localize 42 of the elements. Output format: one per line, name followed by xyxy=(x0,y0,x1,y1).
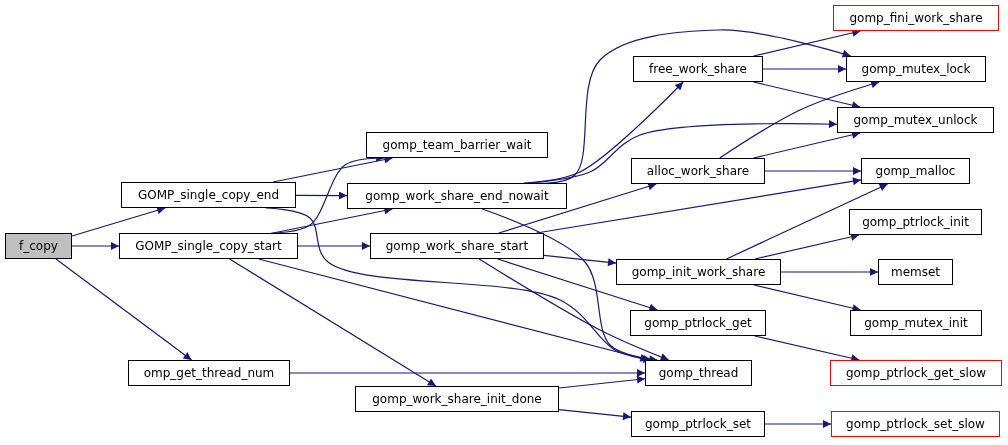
call-arrow xyxy=(71,206,166,237)
call-arrow xyxy=(558,408,632,421)
function-box: gomp_ptrlock_set_slow xyxy=(831,411,1000,437)
function-box: gomp_ptrlock_get xyxy=(630,310,766,336)
function-box: gomp_ptrlock_init xyxy=(849,209,982,235)
function-box: gomp_mutex_init xyxy=(850,310,982,336)
call-arrow xyxy=(764,420,832,428)
function-box: gomp_work_share_init_done xyxy=(355,386,559,412)
call-arrow xyxy=(289,369,646,377)
function-box: alloc_work_share xyxy=(631,158,765,184)
call-arrow xyxy=(725,183,889,260)
call-arrow xyxy=(780,268,879,276)
function-box: gomp_malloc xyxy=(861,158,970,184)
function-box: gomp_mutex_unlock xyxy=(837,107,994,133)
function-box: memset xyxy=(878,259,953,285)
call-arrow xyxy=(719,80,880,159)
function-box: gomp_mutex_lock xyxy=(846,56,986,82)
call-arrow xyxy=(764,167,862,175)
call-arrow xyxy=(478,258,670,361)
call-arrow xyxy=(295,191,348,200)
function-box: GOMP_single_copy_start xyxy=(119,233,298,259)
call-arrow xyxy=(297,242,371,250)
function-box: f_copy xyxy=(5,233,72,259)
function-box: gomp_ptrlock_set xyxy=(631,411,765,437)
call-arrow xyxy=(558,375,646,389)
function-box: gomp_ptrlock_get_slow xyxy=(830,360,1002,386)
call-arrow xyxy=(762,65,847,73)
call-arrow xyxy=(55,258,193,361)
function-box: gomp_thread xyxy=(645,360,752,386)
function-box: gomp_work_share_start xyxy=(370,233,544,259)
call-arrow xyxy=(229,258,437,387)
function-box: gomp_init_work_share xyxy=(616,259,781,285)
function-box: gomp_fini_work_share xyxy=(833,5,999,31)
function-box: gomp_team_barrier_wait xyxy=(366,132,548,158)
function-box: free_work_share xyxy=(633,56,763,82)
call-arrow xyxy=(543,254,617,267)
call-arrow xyxy=(497,258,658,312)
function-box: omp_get_thread_num xyxy=(128,360,290,386)
call-arrow xyxy=(71,242,120,250)
function-box: gomp_work_share_end_nowait xyxy=(347,183,567,209)
function-box: GOMP_single_copy_end xyxy=(121,182,296,208)
call-arrow xyxy=(498,182,657,234)
